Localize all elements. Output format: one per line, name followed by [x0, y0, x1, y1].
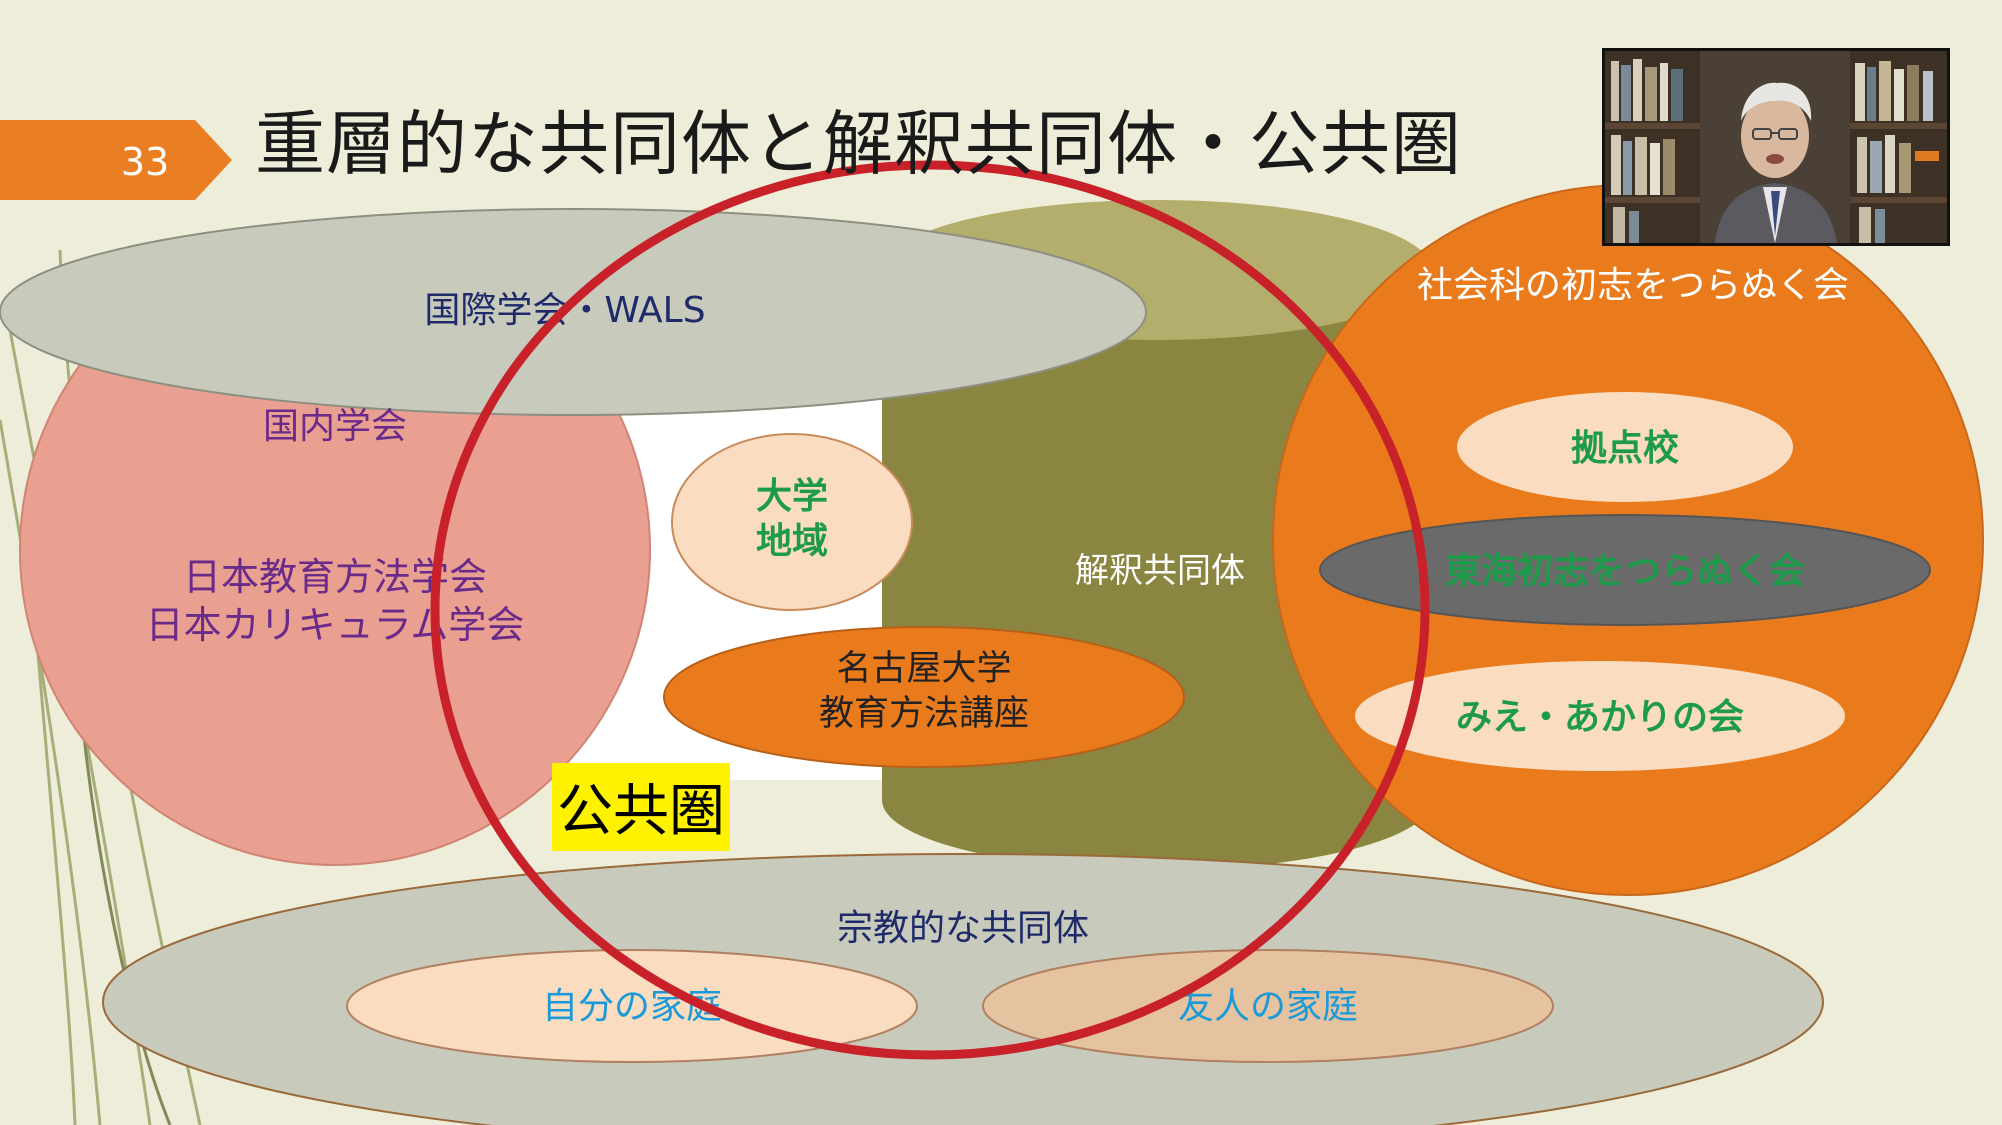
mie-akari-ellipse	[1355, 661, 1845, 771]
video-participant-icon	[1605, 51, 1947, 243]
label-religious: 宗教的な共同体	[837, 908, 1089, 949]
label-social-studies: 社会科の初志をつらぬく会	[1417, 265, 1849, 306]
bookshelf-right	[1850, 51, 1947, 243]
public-sphere-highlight	[552, 763, 730, 851]
label-tokai: 東海初志をつらぬく会	[1445, 551, 1805, 592]
label-mie: みえ・あかりの会	[1456, 697, 1744, 738]
label-public-sphere: 公共圏	[557, 779, 725, 844]
friend-family-ellipse	[982, 949, 1554, 1063]
nagoya-university-ellipse	[663, 626, 1185, 768]
label-university: 大学	[756, 475, 828, 517]
slide-title: 重層的な共同体と解釈共同体・公共圏	[255, 103, 1462, 185]
label-nagoya-line2: 教育方法講座	[819, 694, 1029, 734]
label-interpretive: 解釈共同体	[1075, 551, 1245, 591]
label-domestic-title: 国内学会	[263, 406, 407, 447]
label-friend-family: 友人の家庭	[1178, 986, 1358, 1027]
label-region: 地域	[756, 521, 828, 562]
label-domestic-line2: 日本カリキュラム学会	[146, 603, 525, 647]
international-society-ellipse	[0, 208, 1147, 416]
base-school-ellipse	[1457, 392, 1793, 502]
speaker-webcam-thumbnail[interactable]	[1602, 48, 1950, 246]
label-base-school: 拠点校	[1571, 428, 1679, 469]
tokai-ellipse	[1319, 514, 1931, 626]
public-sphere-ring	[430, 160, 1430, 1060]
university-region-ellipse	[671, 433, 913, 611]
bookshelf-left	[1605, 51, 1700, 243]
label-nagoya-line1: 名古屋大学	[836, 649, 1011, 689]
slide-number-badge: 33	[0, 120, 232, 200]
speaker-person	[1700, 51, 1850, 243]
slide-number: 33	[121, 140, 169, 184]
label-own-family: 自分の家庭	[542, 986, 722, 1027]
